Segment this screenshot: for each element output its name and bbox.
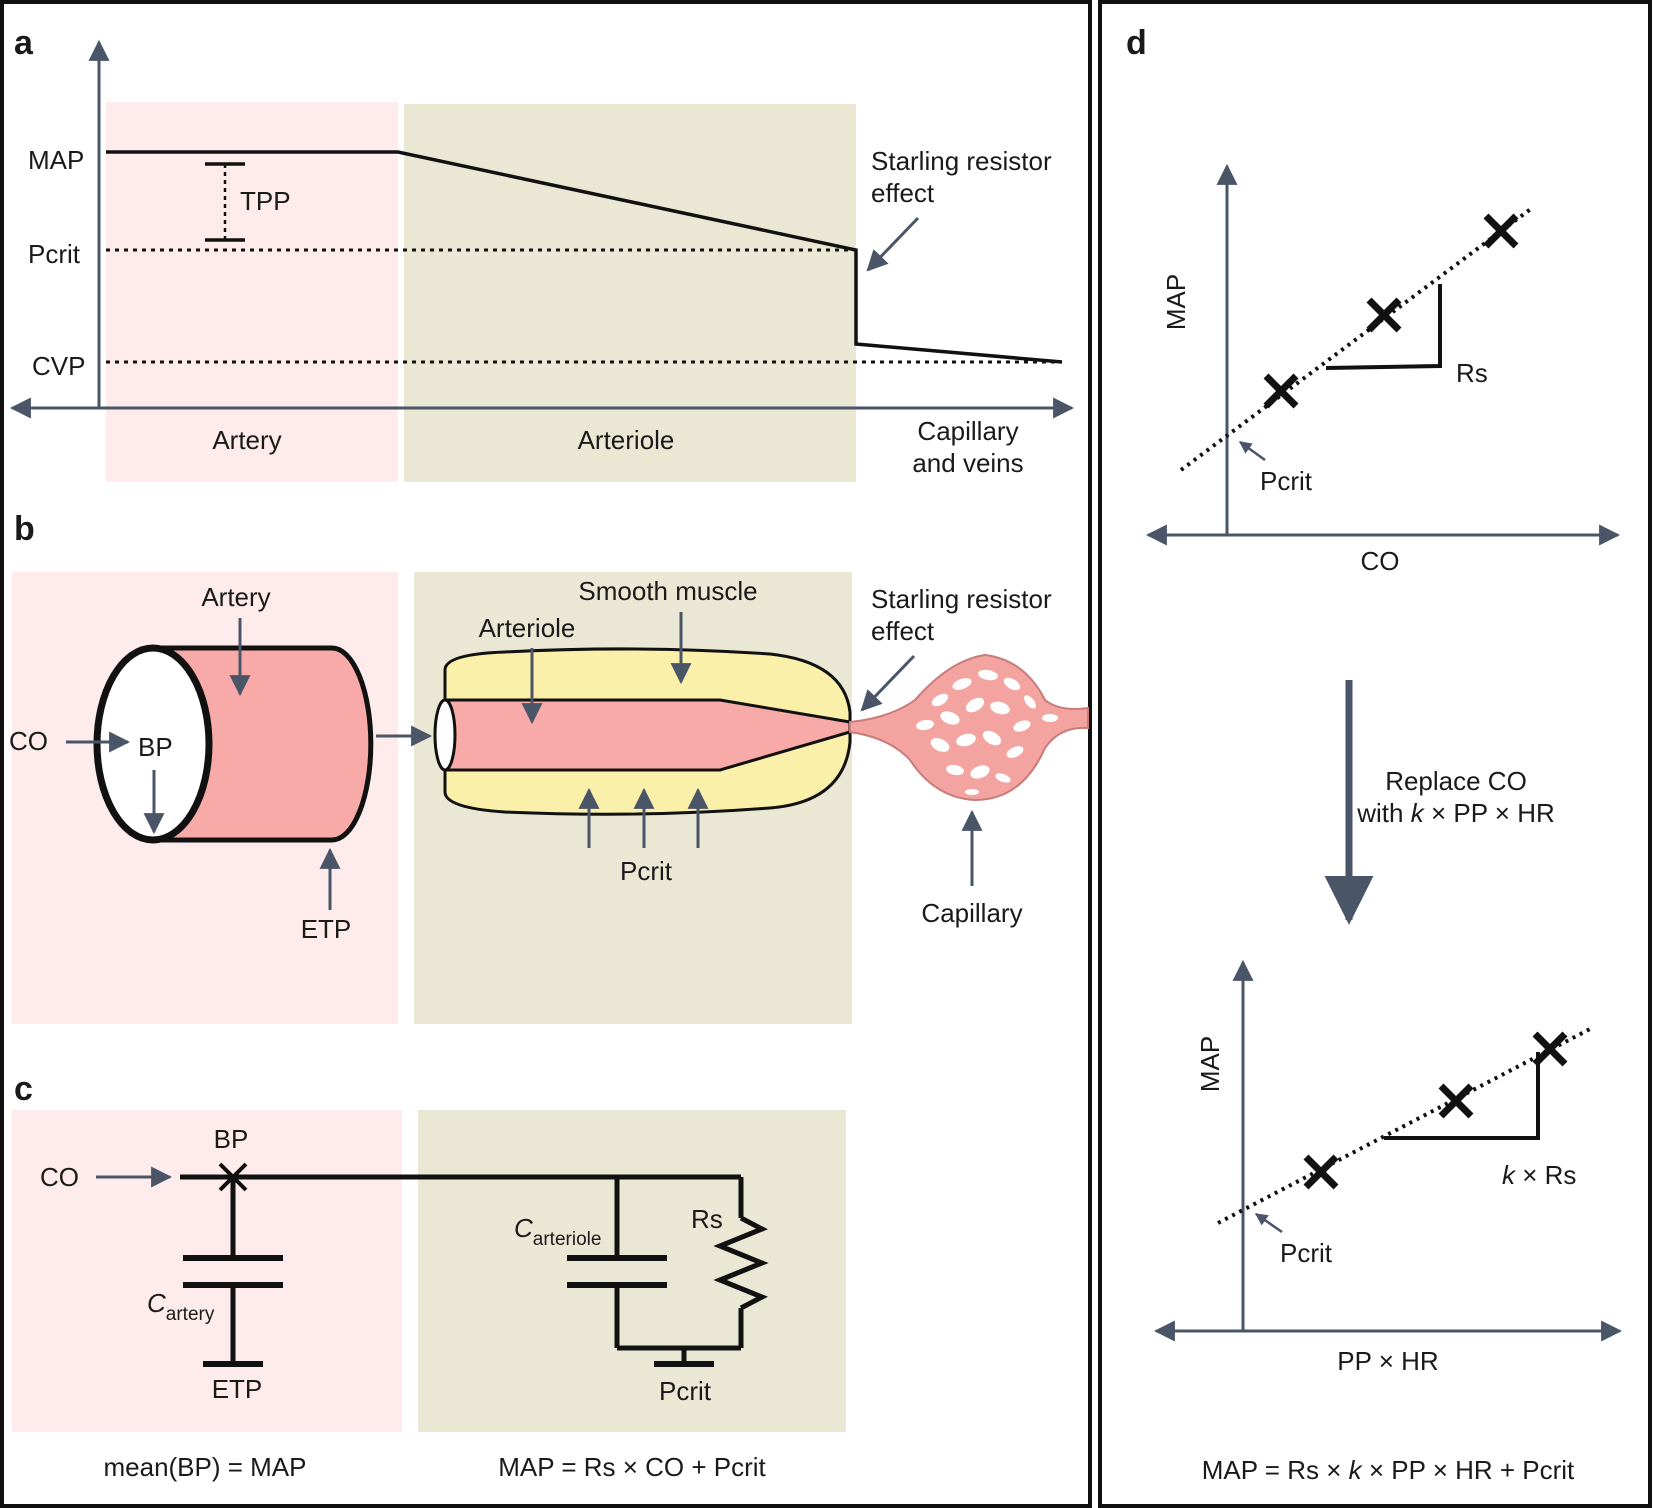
bottom-marker-3 [1532,1031,1568,1067]
starling-label-b-1: Starling resistor [871,584,1052,614]
bottom-marker-1 [1303,1154,1339,1190]
bp-label-c: BP [214,1124,249,1154]
capillary-label: Capillary [921,898,1022,928]
bottom-ylabel: MAP [1195,1036,1225,1092]
top-plot: MAP CO Rs Pcrit [1145,163,1621,576]
top-marker-1 [1263,373,1299,409]
map-label: MAP [28,145,84,175]
equation-d: MAP = Rs × k × PP × HR + Pcrit [1202,1455,1575,1485]
pcrit-label-b: Pcrit [620,856,673,886]
co-label-b: CO [9,726,48,756]
etp-label-c: ETP [212,1374,263,1404]
bottom-krs-label: k × Rs [1502,1160,1576,1190]
co-label-c: CO [40,1162,79,1192]
top-rs-triangle [1325,284,1442,370]
replace-line1: Replace CO [1385,766,1527,796]
pcrit-label-c: Pcrit [659,1376,712,1406]
arteriole-label-b: Arteriole [479,613,576,643]
arteriole-region-label: Arteriole [578,425,675,455]
top-marker-2 [1366,297,1402,333]
equation-left: mean(BP) = MAP [103,1452,306,1482]
bp-label-b: BP [138,732,173,762]
c-arteriole-label: Carteriole [514,1213,601,1250]
starling-arrow-a [866,216,920,272]
top-ylabel: MAP [1161,274,1191,330]
top-pcrit-label: Pcrit [1260,466,1313,496]
panel-c-letter: c [14,1070,33,1108]
arteriole-region-bg-c [418,1110,846,1432]
top-fit-line [1179,206,1534,472]
artery-region-bg [106,102,398,482]
tpp-label: TPP [240,186,291,216]
panel-c: c BP CO Cart [12,1070,846,1482]
artery-region-label: Artery [212,425,281,455]
replace-line2: with k × PP × HR [1356,798,1555,828]
bp-node-cross [218,1162,248,1192]
smooth-muscle-label: Smooth muscle [578,576,757,606]
bottom-fit-line [1217,1027,1591,1225]
bottom-pcrit-label: Pcrit [1280,1238,1333,1268]
artery-label-b: Artery [201,582,270,612]
bottom-rs-triangle [1384,1052,1540,1140]
arteriole-region-bg [404,104,856,482]
equation-right: MAP = Rs × CO + Pcrit [498,1452,766,1482]
pcrit-label: Pcrit [28,239,81,269]
frame-left [0,0,1092,1508]
panel-a: a MAP Pcrit CVP TPP Starling resistor ef… [9,24,1075,482]
top-xlabel: CO [1361,546,1400,576]
rs-label-c: Rs [691,1204,723,1234]
x-markers [1263,213,1568,1190]
artery-cylinder [93,644,374,844]
panel-d: d MAP CO Rs Pcrit Replace CO with k × PP… [1126,24,1623,1485]
starling-label-b-2: effect [871,616,935,646]
bottom-plot: MAP PP × HR k × Rs Pcrit [1153,959,1623,1376]
panel-a-letter: a [14,24,34,62]
starling-arrow-b [860,654,916,712]
bottom-marker-2 [1438,1083,1474,1119]
panel-d-letter: d [1126,24,1147,62]
capillary-region-label-1: Capillary [917,416,1018,446]
capillary-region-label-2: and veins [912,448,1023,478]
circuit-wires [180,1174,769,1367]
top-marker-3 [1483,213,1519,249]
panel-b-letter: b [14,510,35,548]
top-rs-label: Rs [1456,358,1488,388]
etp-label-b: ETP [301,914,352,944]
cvp-label: CVP [32,351,85,381]
tpp-bracket [205,162,245,242]
artery-region-bg-c [12,1110,402,1432]
panel-b: b Artery CO BP ETP Smooth muscle Arterio… [9,510,1089,1024]
c-artery-label: Cartery [147,1288,215,1325]
capillary-network [849,653,1089,802]
frame-right [1098,0,1652,1508]
starling-label-a-2: effect [871,178,935,208]
arteriole-vessel [433,647,852,816]
bottom-pcrit-arrow [1254,1212,1283,1234]
starling-label-a-1: Starling resistor [871,146,1052,176]
bottom-xlabel: PP × HR [1337,1346,1438,1376]
top-pcrit-arrow [1238,440,1266,462]
